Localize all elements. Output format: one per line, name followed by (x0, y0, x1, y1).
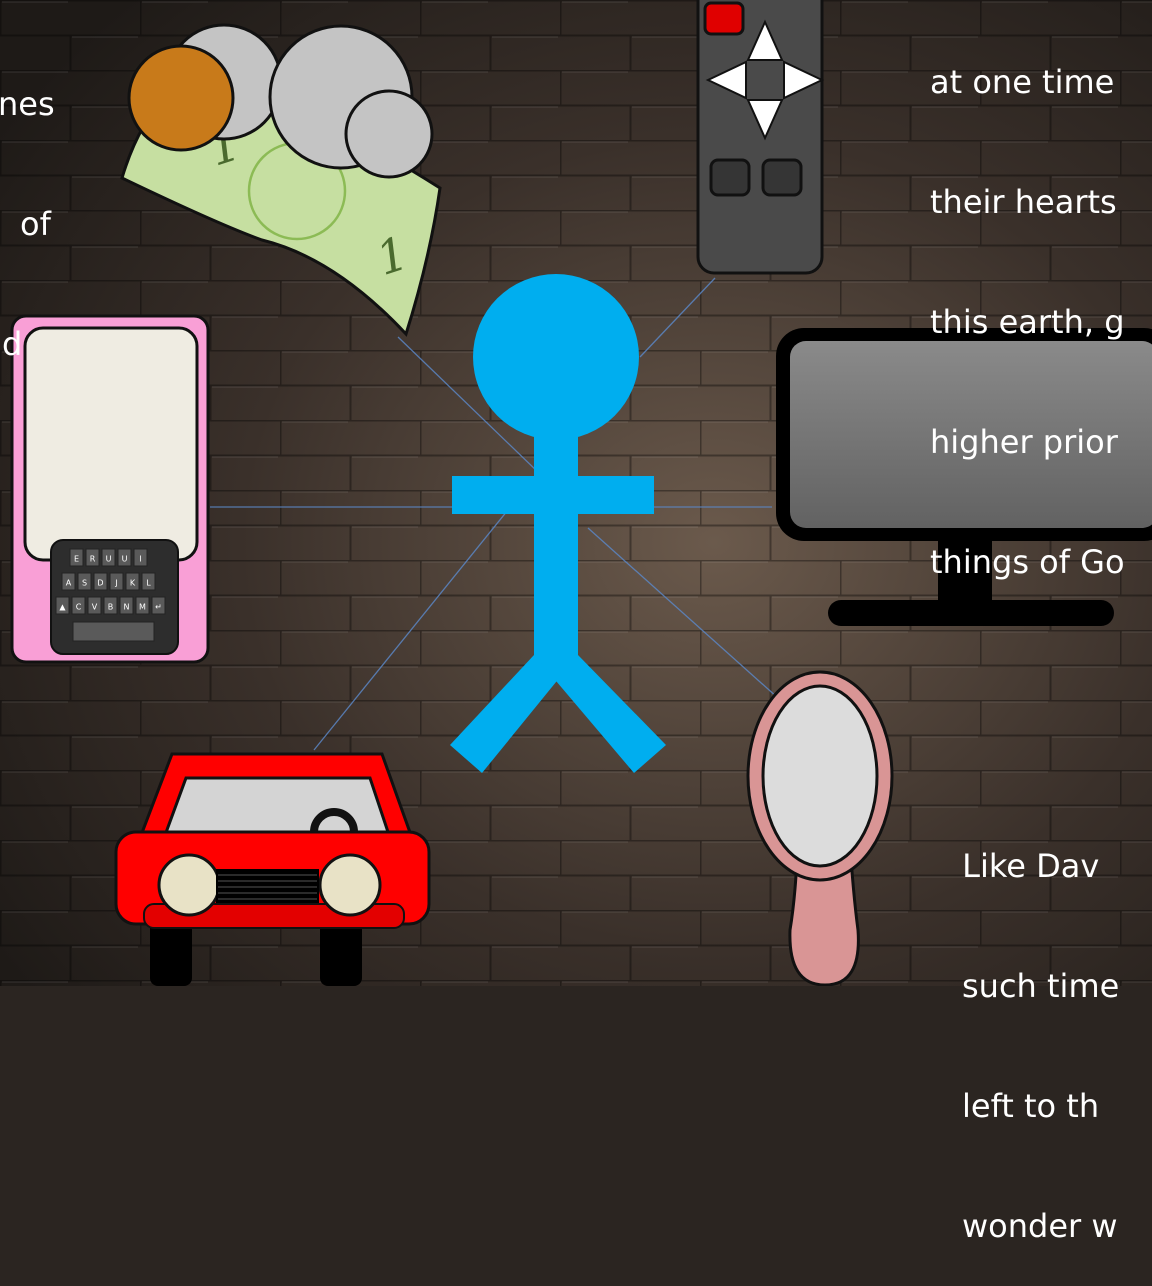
keyboard-key-label: E (74, 555, 79, 564)
figure-arms (452, 476, 654, 514)
text-block-right-top: at one time their hearts this earth, g h… (698, 0, 1152, 622)
car-headlight-right (320, 855, 380, 915)
text-block-right-bottom: Like Dav such time left to th wonder w (962, 766, 1152, 1286)
keyboard-key-label: N (124, 603, 130, 612)
phone-spacebar (73, 622, 154, 641)
text-right-top-line-4: higher prior (698, 422, 1152, 462)
coin-copper (129, 46, 233, 150)
keyboard-key-label: U (106, 555, 112, 564)
keyboard-key-label: V (92, 603, 98, 612)
keyboard-key-label: M (139, 603, 146, 612)
car-grille (216, 869, 319, 903)
text-left-line-1: nes (0, 84, 58, 124)
keyboard-key-label: R (90, 555, 96, 564)
text-right-top-line-1: at one time (698, 62, 1152, 102)
coin-silver-3 (346, 91, 432, 177)
keyboard-key-label: S (82, 579, 87, 588)
text-left-line-2: of (20, 204, 60, 244)
text-right-top-line-2: their hearts (698, 182, 1152, 222)
figure-head (473, 274, 639, 440)
keyboard-key-label: L (146, 579, 151, 588)
text-right-bottom-line-4: wonder w (962, 1206, 1152, 1246)
text-block-left: nes of d (0, 4, 60, 404)
car-headlight-left (159, 855, 219, 915)
keyboard-key-label: D (97, 579, 103, 588)
keyboard-key-label: A (66, 579, 72, 588)
keyboard-key-label: U (122, 555, 128, 564)
figure-body (534, 420, 578, 665)
keyboard-key-label: C (76, 603, 82, 612)
text-right-bottom-line-3: left to th (962, 1086, 1152, 1126)
text-right-top-line-3: this earth, g (698, 302, 1152, 342)
text-left-line-3: d (2, 324, 60, 364)
keyboard-key-label: I (139, 555, 141, 564)
text-right-bottom-line-2: such time (962, 966, 1152, 1006)
text-right-bottom-line-1: Like Dav (962, 846, 1152, 886)
keyboard-key-label: K (130, 579, 136, 588)
mirror-glass (763, 686, 877, 866)
keyboard-key-label: ▲ (59, 603, 66, 612)
keyboard-key-label: B (108, 603, 114, 612)
keyboard-key-label: ↵ (155, 603, 162, 612)
text-right-top-line-5: things of Go (698, 542, 1152, 582)
keyboard-key-label: J (114, 579, 117, 588)
